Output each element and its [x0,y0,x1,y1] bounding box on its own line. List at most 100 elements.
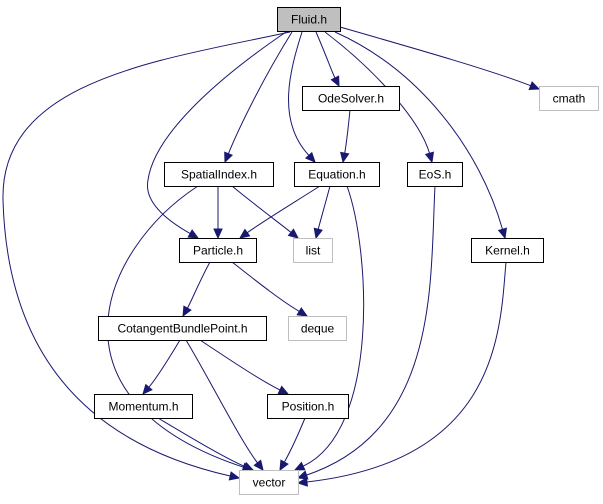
node-vector: vector [239,470,299,495]
edge-line [231,185,292,233]
node-cmath: cmath [539,86,599,111]
edge-line [302,185,365,467]
edge-line [317,185,331,230]
edge-line [157,417,245,467]
edge-fluid-to-spatialindex [224,31,293,164]
node-label[interactable]: SpatialIndex.h [181,168,257,182]
edge-equation-to-list [313,185,331,240]
node-momentum[interactable]: Momentum.h [94,394,193,419]
edge-arrowhead [528,81,541,91]
edge-arrowhead [293,461,306,471]
edge-equation-to-vector [293,185,365,471]
edge-line [339,26,531,87]
edge-arrowhead [239,228,251,239]
edge-spatialindex-to-particle [213,186,223,240]
node-box[interactable] [294,162,380,187]
edge-fluid-to-equation [288,31,316,163]
edge-line [231,261,300,312]
edge-momentum-to-vector [157,417,255,471]
node-label[interactable]: OdeSolver.h [318,92,384,106]
edge-line [344,109,351,154]
edge-line [306,261,507,483]
edge-line [283,417,306,463]
edge-fluid-to-particle [147,31,287,239]
node-box [239,470,299,495]
edge-line [247,185,321,234]
edge-arrowhead [313,227,323,240]
edge-line [148,339,181,388]
edge-arrowhead [296,477,308,487]
edge-arrowhead [287,228,299,239]
node-label[interactable]: Position.h [282,400,335,414]
edge-arrowhead [142,383,153,395]
node-label[interactable]: Equation.h [308,168,365,182]
edge-fluid-to-cmath [339,26,541,91]
node-box[interactable] [277,7,341,32]
edge-fluid-to-vector [2,31,291,481]
node-box [539,86,599,111]
node-fluid[interactable]: Fluid.h [277,7,341,32]
edge-arrowhead [224,151,234,164]
node-box[interactable] [471,238,544,263]
edge-line [334,31,503,230]
node-box[interactable] [98,316,267,341]
edge-eos-to-vector [296,185,436,480]
node-eos[interactable]: EoS.h [407,162,463,187]
node-label[interactable]: EoS.h [419,168,452,182]
edge-line [185,339,258,464]
edge-cbp-to-momentum [142,339,181,395]
edge-line [186,261,211,309]
node-equation[interactable]: Equation.h [294,162,380,187]
edge-arrowhead [279,459,289,472]
node-cbp[interactable]: CotangentBundlePoint.h [98,316,267,341]
node-label[interactable]: Fluid.h [291,13,327,27]
edge-arrowhead [213,228,223,240]
edge-line [147,31,287,235]
node-list: list [293,238,333,263]
edge-arrowhead [182,305,192,318]
node-odesolver[interactable]: OdeSolver.h [302,86,400,111]
node-box[interactable] [302,86,400,111]
edge-arrowhead [340,151,350,164]
node-box [288,316,347,341]
edge-cbp-to-position [199,339,290,395]
node-box[interactable] [164,162,274,187]
edge-equation-to-particle [239,185,321,239]
node-box[interactable] [179,238,257,263]
node-label[interactable]: Kernel.h [485,244,530,258]
node-label: vector [253,476,286,490]
edge-arrowhead [424,151,435,164]
edge-odesolver-to-equation [340,109,351,164]
edge-arrowhead [330,75,340,88]
edge-particle-to-cbp [182,261,211,318]
edge-arrowhead [304,151,316,163]
edge-fluid-to-odesolver [315,31,340,88]
node-box[interactable] [94,394,193,419]
node-label[interactable]: CotangentBundlePoint.h [117,322,247,336]
node-position[interactable]: Position.h [267,394,349,419]
node-spatialindex[interactable]: SpatialIndex.h [164,162,274,187]
edge-arrowhead [296,307,309,317]
node-deque: deque [288,316,347,341]
edge-arrowhead [228,471,241,481]
edge-arrowhead [296,470,309,480]
edge-spatialindex-to-list [231,185,299,239]
node-label[interactable]: Momentum.h [108,400,178,414]
edge-position-to-vector [279,417,306,472]
edge-line [315,31,336,79]
node-label: list [306,244,321,258]
edge-arrowhead [187,229,200,239]
node-box[interactable] [407,162,463,187]
edge-line [306,185,436,476]
node-particle[interactable]: Particle.h [179,238,257,263]
node-label: deque [301,322,335,336]
edge-fluid-to-kernel [334,31,508,240]
node-label[interactable]: Particle.h [193,244,243,258]
node-box[interactable] [267,394,349,419]
node-kernel[interactable]: Kernel.h [471,238,544,263]
edge-arrowhead [497,227,508,240]
edge-line [288,31,310,156]
edges-layer [2,26,541,487]
